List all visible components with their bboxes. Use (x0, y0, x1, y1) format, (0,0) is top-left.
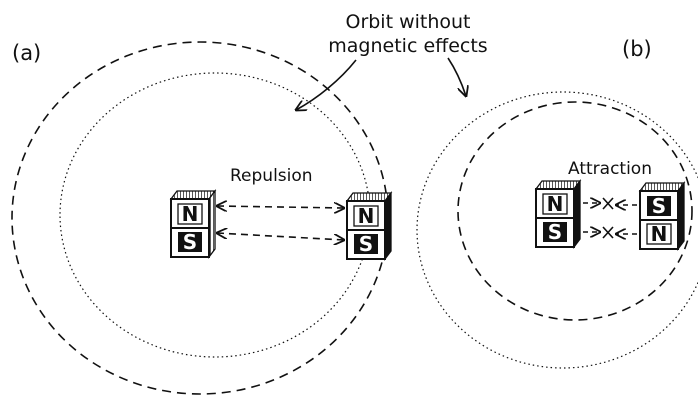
panel-b-left-magnet: N S (534, 179, 582, 249)
pole-label: N (547, 192, 564, 216)
panel-a-force-label: Repulsion (230, 166, 313, 186)
repulsion-arrow-bottom (217, 233, 344, 240)
panel-a-left-magnet: N S (169, 189, 217, 259)
panel-b-inner-orbit (457, 101, 693, 321)
attraction-arrow-top (583, 198, 637, 209)
pole-label: N (182, 202, 199, 226)
pole-label: N (358, 204, 375, 228)
panel-a: (a) Repulsion N S N S (11, 41, 393, 395)
orbit-annotation: Orbit without magnetic effects (296, 11, 488, 110)
annotation-arrow-left (296, 59, 357, 110)
pole-label: S (359, 232, 373, 256)
pole-label: S (652, 194, 666, 218)
pole-label: S (548, 220, 562, 244)
pole-label: S (183, 230, 197, 254)
annotation-arrow-right (447, 57, 466, 96)
panel-b: (b) Attraction N S S N (416, 37, 698, 369)
panel-b-force-label: Attraction (568, 159, 652, 179)
panel-a-label: (a) (12, 41, 41, 65)
panel-b-label: (b) (622, 37, 652, 61)
annotation-line-2: magnetic effects (328, 35, 487, 57)
panel-b-right-magnet: S N (638, 181, 686, 251)
annotation-line-1: Orbit without (345, 11, 470, 33)
repulsion-arrow-top (217, 206, 344, 208)
pole-label: N (651, 222, 668, 246)
attraction-arrow-bottom (583, 227, 637, 238)
panel-b-reference-orbit (416, 91, 698, 369)
panel-a-right-magnet: N S (345, 191, 393, 261)
